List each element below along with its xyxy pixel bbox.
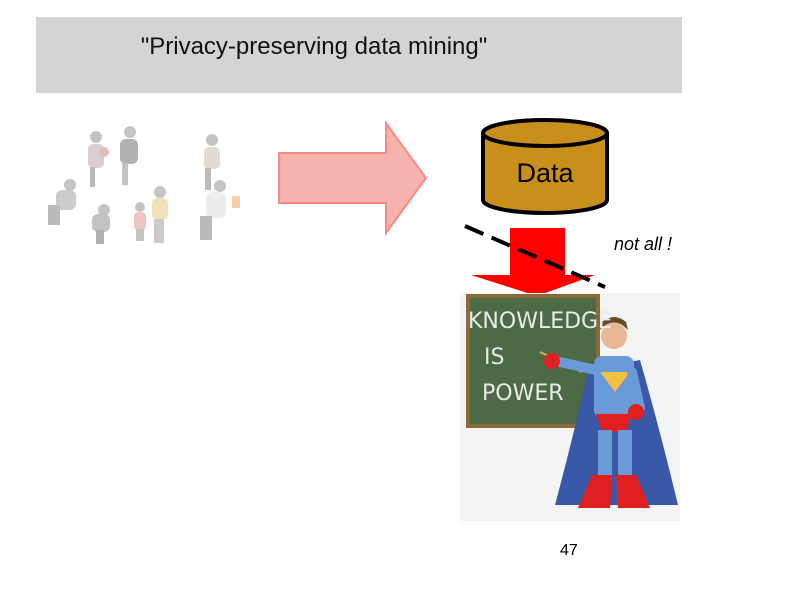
- chalkboard-line-1: KNOWLEDGE: [468, 304, 598, 340]
- down-arrow-icon: [471, 228, 595, 296]
- page-number: 47: [560, 542, 578, 560]
- database-label: Data: [484, 158, 606, 189]
- chalkboard-line-3: POWER: [468, 376, 598, 412]
- chalkboard-text: KNOWLEDGE IS POWER: [468, 304, 598, 412]
- people-crowd-image: [48, 126, 240, 244]
- annotation-text: not all !: [614, 234, 672, 255]
- right-arrow-icon: [279, 123, 426, 233]
- chalkboard-line-2: IS: [468, 340, 598, 376]
